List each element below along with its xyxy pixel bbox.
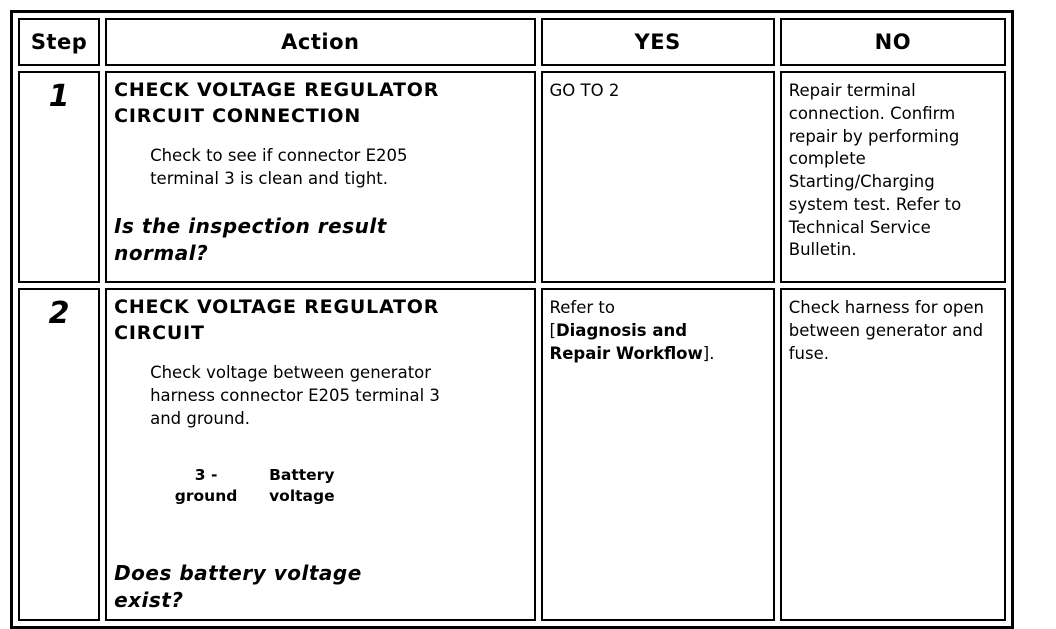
header-cell-action: Action: [105, 18, 536, 66]
step-number: 1: [18, 71, 101, 283]
action-title: CHECK VOLTAGE REGULATOR CIRCUIT: [114, 296, 440, 344]
yes-cell: Refer to [Diagnosis and Repair Workflow].: [540, 288, 775, 621]
action-cell: CHECK VOLTAGE REGULATOR CIRCUIT Check vo…: [105, 288, 536, 621]
yes-reference: Refer to [Diagnosis and Repair Workflow].: [550, 297, 730, 365]
header-cell-no: NO: [779, 18, 1006, 66]
header-cell-step: Step: [18, 18, 101, 66]
reference-bracket-open: [: [549, 320, 556, 340]
diagnostic-steps-table: Step Action YES NO 1 CHECK VOLTAGE REGUL…: [10, 10, 1014, 629]
diagnosis-repair-workflow-link[interactable]: Diagnosis and Repair Workflow: [549, 320, 703, 363]
no-cell: Check harness for open between generator…: [779, 288, 1006, 621]
action-detail: Check voltage between generator harness …: [150, 363, 440, 428]
action-question: Is the inspection result normal?: [114, 213, 387, 265]
action-title: CHECK VOLTAGE REGULATOR CIRCUIT CONNECTI…: [114, 79, 440, 127]
table-row: 1 CHECK VOLTAGE REGULATOR CIRCUIT CONNEC…: [18, 71, 1006, 283]
table-row: 2 CHECK VOLTAGE REGULATOR CIRCUIT Check …: [18, 288, 1006, 621]
reference-prefix: Refer to: [549, 298, 615, 317]
action-question: Does battery voltage exist?: [114, 560, 362, 612]
measurement-value: Battery voltage: [269, 465, 335, 506]
measurement-table: 3 - ground Battery voltage: [169, 465, 526, 508]
action-cell: CHECK VOLTAGE REGULATOR CIRCUIT CONNECTI…: [105, 71, 536, 283]
action-detail: Check to see if connector E205 terminal …: [150, 146, 408, 189]
header-cell-yes: YES: [540, 18, 775, 66]
no-cell: Repair terminal connection. Confirm repa…: [779, 71, 1006, 283]
yes-cell: GO TO 2: [540, 71, 775, 283]
reference-bracket-close: ].: [702, 343, 715, 363]
measurement-terminal: 3 - ground: [174, 465, 238, 506]
table-header-row: Step Action YES NO: [18, 18, 1006, 66]
step-number: 2: [18, 288, 101, 621]
